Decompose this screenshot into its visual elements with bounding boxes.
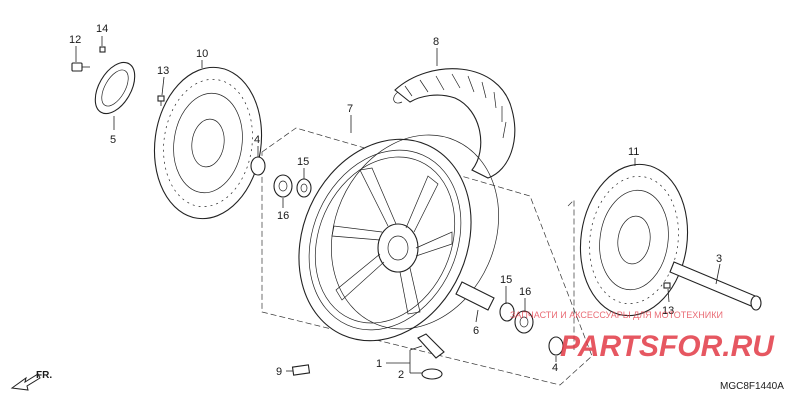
callout-4-right: 4 <box>552 362 558 374</box>
callout-9: 9 <box>276 366 282 378</box>
callout-12: 12 <box>69 34 81 46</box>
watermark-logo: PARTSFOR.RU <box>560 330 775 363</box>
balance-weight <box>291 364 311 376</box>
callout-13-left: 13 <box>157 65 169 77</box>
direction-label: FR. <box>36 370 52 381</box>
callout-11: 11 <box>628 146 639 158</box>
dust-seal-4-left <box>250 156 266 176</box>
callout-16-left: 16 <box>277 210 289 222</box>
front-axle <box>669 261 762 311</box>
pulser-ring <box>94 61 136 115</box>
callout-2: 2 <box>398 369 404 381</box>
callout-13-right: 13 <box>662 305 674 317</box>
bearing-16-right <box>514 310 534 334</box>
bolt-13-left <box>157 95 165 106</box>
assembly-frame <box>261 127 593 386</box>
bolt-12 <box>71 62 90 72</box>
diagram-code: MGC8F1440A <box>720 381 784 392</box>
front-wheel <box>298 134 499 342</box>
rotor-frame <box>567 199 575 350</box>
distance-collar <box>455 281 495 311</box>
leader-lines <box>75 36 721 374</box>
callout-7: 7 <box>347 103 353 115</box>
callout-6: 6 <box>473 325 479 337</box>
callout-1: 1 <box>376 358 382 370</box>
bearing-15-right <box>499 302 515 322</box>
dust-seal-4-right <box>548 336 564 356</box>
front-direction-arrow: FR. <box>10 370 52 391</box>
callout-8: 8 <box>433 36 439 48</box>
left-brake-disc <box>153 66 263 220</box>
callout-14: 14 <box>96 23 108 35</box>
callout-15-left: 15 <box>297 156 309 168</box>
bearing-15-left <box>296 178 312 198</box>
screw-14 <box>99 46 106 53</box>
callout-16-right: 16 <box>519 286 531 298</box>
callout-4-left: 4 <box>254 134 260 146</box>
callout-5: 5 <box>110 134 116 146</box>
bolt-13-right <box>663 282 671 289</box>
callout-10: 10 <box>196 48 208 60</box>
valve-cap-ring <box>421 368 443 380</box>
callout-3: 3 <box>716 253 722 265</box>
bearing-16-left <box>273 174 293 198</box>
callout-15-right: 15 <box>500 274 512 286</box>
tire-valve <box>417 333 445 359</box>
watermark-tagline: ЗАПЧАСТИ И АКСЕССУАРЫ ДЛЯ МОТОТЕХНИКИ <box>510 310 723 320</box>
tire <box>393 68 516 179</box>
right-brake-disc <box>579 163 689 317</box>
